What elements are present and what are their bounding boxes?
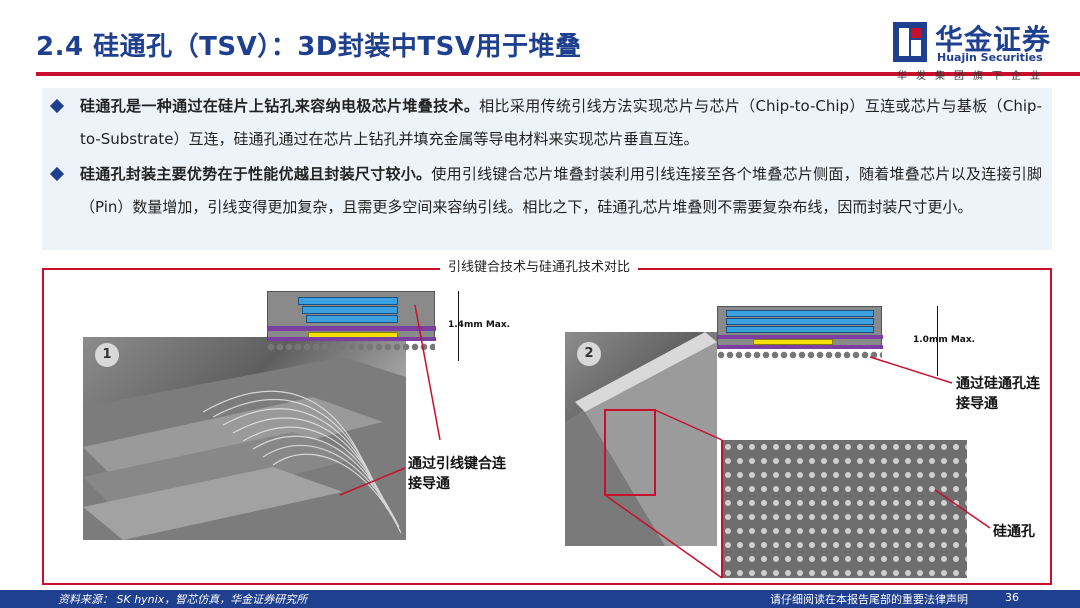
logo-english-name: Huajin Securities <box>937 51 1043 64</box>
stacked-chip <box>726 310 874 317</box>
stacked-chip <box>726 326 874 333</box>
stacked-chip <box>298 297 398 305</box>
title-divider <box>36 72 1080 76</box>
tsv-array-illustration <box>722 440 967 578</box>
huajin-logo-icon <box>893 22 927 62</box>
dimension-bar <box>458 291 459 361</box>
wire-bond-micrograph: 1 <box>83 337 406 540</box>
page-title: 2.4 硅通孔（TSV）：3D封装中TSV用于堆叠 <box>36 32 582 62</box>
bullet-text: 硅通孔是一种通过在硅片上钻孔来容纳电极芯片堆叠技术。相比采用传统引线方法实现芯片… <box>52 90 1042 156</box>
bullet-emphasis: 硅通孔是一种通过在硅片上钻孔来容纳电极芯片堆叠技术。 <box>80 97 480 115</box>
package-height-label: 1.0mm Max. <box>913 335 976 345</box>
wire-bond-callout: 通过引线键合连接导通 <box>408 456 506 492</box>
figure-number-badge: 2 <box>577 342 601 366</box>
wire-bond-package-schematic <box>267 291 436 341</box>
package-height-label: 1.4mm Max. <box>448 320 511 330</box>
bullet-body: 相比采用传统引线方法实现芯片与芯片（Chip-to-Chip）互连或芯片与基板（… <box>80 97 1042 148</box>
substrate-layer <box>268 326 436 331</box>
substrate-layer <box>718 335 883 339</box>
tsv-array-closeup <box>722 440 967 578</box>
stacked-chip <box>306 315 398 323</box>
bullet-text: 硅通孔封装主要优势在于性能优越且封装尺寸较小。使用引线键合芯片堆叠封装利用引线连… <box>52 158 1042 224</box>
logo-tagline: 华发集团旗下企业 <box>897 71 1049 82</box>
figure-number-badge: 1 <box>95 343 119 367</box>
solder-balls <box>267 343 435 351</box>
stacked-chip <box>302 306 398 314</box>
bullet-body: 使用引线键合芯片堆叠封装利用引线连接至各个堆叠芯片侧面，随着堆叠芯片以及连接引脚… <box>80 165 1042 216</box>
tsv-connection-callout: 通过硅通孔连接导通 <box>956 376 1040 412</box>
substrate-layer <box>718 345 883 349</box>
logic-die <box>753 339 833 345</box>
dimension-bar <box>937 306 938 376</box>
logo-chinese-name: 华金证券 <box>935 23 1052 56</box>
tsv-callout: 硅通孔 <box>993 524 1035 540</box>
footer-bar: 资料来源： SK hynix，智芯仿真，华金证券研究所 请仔细阅读在本报告尾部的… <box>0 590 1080 608</box>
stacked-chip <box>726 318 874 325</box>
page-number: 36 <box>1005 591 1019 604</box>
tsv-package-schematic <box>717 306 883 349</box>
solder-balls <box>717 351 882 359</box>
source-note: 资料来源： SK hynix，智芯仿真，华金证券研究所 <box>58 593 308 606</box>
company-logo: 华金证券 Huajin Securities 华发集团旗下企业 <box>893 20 1065 82</box>
summary-bullet: 硅通孔封装主要优势在于性能优越且封装尺寸较小。使用引线键合芯片堆叠封装利用引线连… <box>49 158 1042 224</box>
legal-disclaimer: 请仔细阅读在本报告尾部的重要法律声明 <box>770 593 968 606</box>
figure-title: 引线键合技术与硅通孔技术对比 <box>440 256 639 275</box>
summary-box: 硅通孔是一种通过在硅片上钻孔来容纳电极芯片堆叠技术。相比采用传统引线方法实现芯片… <box>42 88 1052 250</box>
summary-bullet: 硅通孔是一种通过在硅片上钻孔来容纳电极芯片堆叠技术。相比采用传统引线方法实现芯片… <box>49 90 1042 156</box>
tsv-micrograph: 2 <box>565 332 717 546</box>
bullet-emphasis: 硅通孔封装主要优势在于性能优越且封装尺寸较小。 <box>80 165 432 183</box>
substrate-layer <box>268 337 436 341</box>
wire-bond-illustration <box>83 357 406 540</box>
